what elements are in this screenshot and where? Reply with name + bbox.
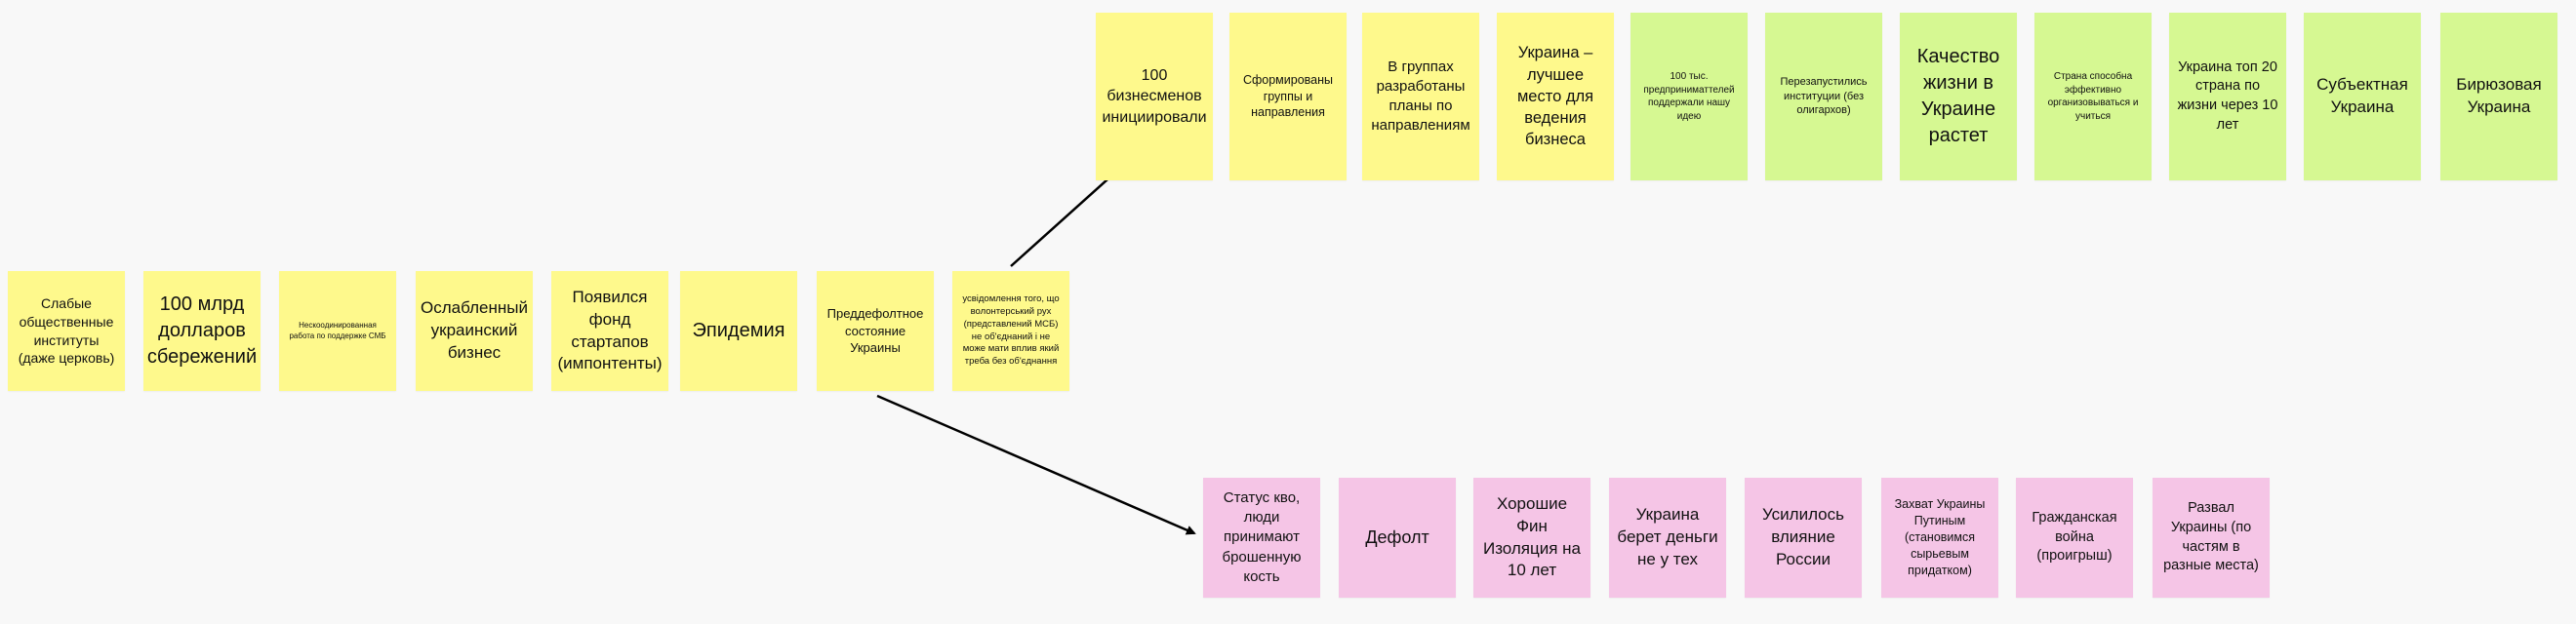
sticky-note-positive[interactable]: Субъектная Украина xyxy=(2304,13,2421,180)
sticky-note-positive[interactable]: 100 тыс. предприниматтелей поддержали на… xyxy=(1630,13,1748,180)
sticky-note-positive[interactable]: Сформированы группы и направления xyxy=(1229,13,1347,180)
sticky-note-cause[interactable]: Ослабленный украинский бизнес xyxy=(416,271,533,391)
sticky-note-negative[interactable]: Захват Украины Путиным (становимся сырье… xyxy=(1881,478,1998,598)
sticky-note-negative[interactable]: Усилилось влияние России xyxy=(1745,478,1862,598)
sticky-note-negative[interactable]: Дефолт xyxy=(1339,478,1456,598)
sticky-note-cause[interactable]: Нескоодинированная работа по поддержке С… xyxy=(279,271,396,391)
sticky-note-positive[interactable]: Качество жизни в Украине растет xyxy=(1900,13,2017,180)
sticky-note-cause[interactable]: Эпидемия xyxy=(680,271,797,391)
sticky-note-negative[interactable]: Статус кво, люди принимают брошенную кос… xyxy=(1203,478,1320,598)
sticky-note-cause[interactable]: 100 млрд долларов сбережений xyxy=(143,271,261,391)
sticky-note-positive[interactable]: Страна способна эффективно организовыват… xyxy=(2034,13,2152,180)
sticky-note-cause[interactable]: Появился фонд стартапов (импонтенты) xyxy=(551,271,668,391)
sticky-note-cause[interactable]: Преддефолтное состояние Украины xyxy=(817,271,934,391)
sticky-note-positive[interactable]: В группах разработаны планы по направлен… xyxy=(1362,13,1479,180)
sticky-note-negative[interactable]: Украина берет деньги не у тех xyxy=(1609,478,1726,598)
sticky-note-negative[interactable]: Хорошие Фин Изоляция на 10 лет xyxy=(1473,478,1590,598)
sticky-note-positive[interactable]: Украина топ 20 страна по жизни через 10 … xyxy=(2169,13,2286,180)
sticky-note-cause[interactable]: Слабые общественные институты (даже церк… xyxy=(8,271,125,391)
sticky-note-positive[interactable]: Украина – лучшее место для ведения бизне… xyxy=(1497,13,1614,180)
sticky-note-positive[interactable]: Бирюзовая Украина xyxy=(2440,13,2557,180)
sticky-note-negative[interactable]: Гражданская война (проигрыш) xyxy=(2016,478,2133,598)
sticky-note-negative[interactable]: Развал Украины (по частям в разные места… xyxy=(2153,478,2270,598)
arrow-to-negative-path xyxy=(876,394,1196,535)
sticky-note-positive[interactable]: 100 бизнесменов инициировали xyxy=(1096,13,1213,180)
sticky-note-positive[interactable]: Перезапустились институции (без олигархо… xyxy=(1765,13,1882,180)
sticky-note-cause[interactable]: усвідомлення того, що волонтерський рух … xyxy=(952,271,1069,391)
